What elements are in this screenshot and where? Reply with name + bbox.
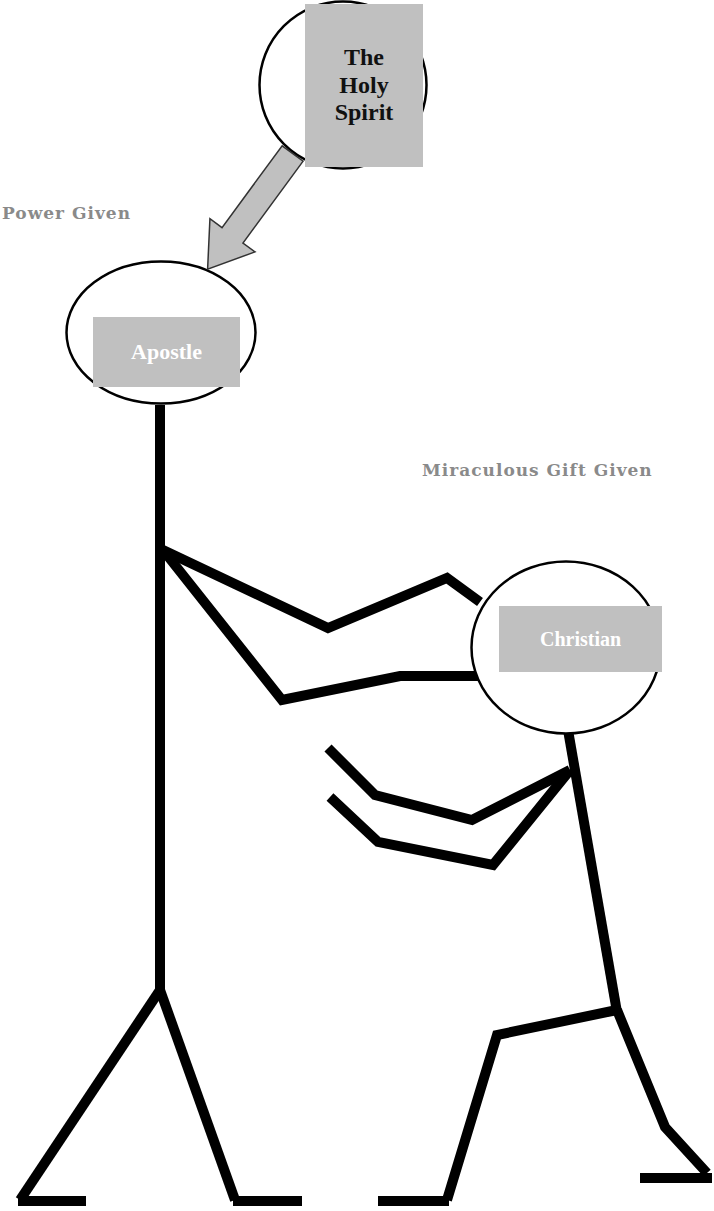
node-text: Christian bbox=[503, 628, 658, 651]
caption-label: Miraculous Gift Given bbox=[422, 460, 653, 480]
edge-label: Power Given bbox=[2, 203, 131, 223]
christian-arm bbox=[330, 770, 570, 865]
apostle-body bbox=[155, 405, 165, 990]
node-text: Apostle bbox=[97, 339, 237, 364]
christian-foot bbox=[640, 1173, 712, 1183]
christian-leg bbox=[447, 1010, 617, 1200]
christian-leg bbox=[617, 1010, 707, 1173]
circle-node: Apostle bbox=[65, 260, 257, 405]
apostle-leg bbox=[20, 990, 160, 1200]
christian-body bbox=[568, 730, 617, 1012]
circle-node: Christian bbox=[470, 560, 662, 735]
christian-foot bbox=[378, 1196, 449, 1206]
apostle-foot bbox=[233, 1196, 302, 1206]
circle-shape bbox=[67, 262, 256, 404]
circle-shape bbox=[260, 2, 427, 169]
block-arrow bbox=[208, 146, 304, 269]
apostle-foot bbox=[18, 1196, 86, 1206]
circle-node: The Holy Spirit bbox=[258, 0, 428, 170]
gray-label-box: Christian bbox=[499, 606, 662, 672]
node-text: The Holy Spirit bbox=[326, 44, 402, 127]
apostle-arm bbox=[163, 550, 482, 700]
gray-label-box: The Holy Spirit bbox=[305, 4, 423, 167]
apostle-leg bbox=[160, 990, 235, 1200]
gray-label-box: Apostle bbox=[93, 317, 240, 387]
